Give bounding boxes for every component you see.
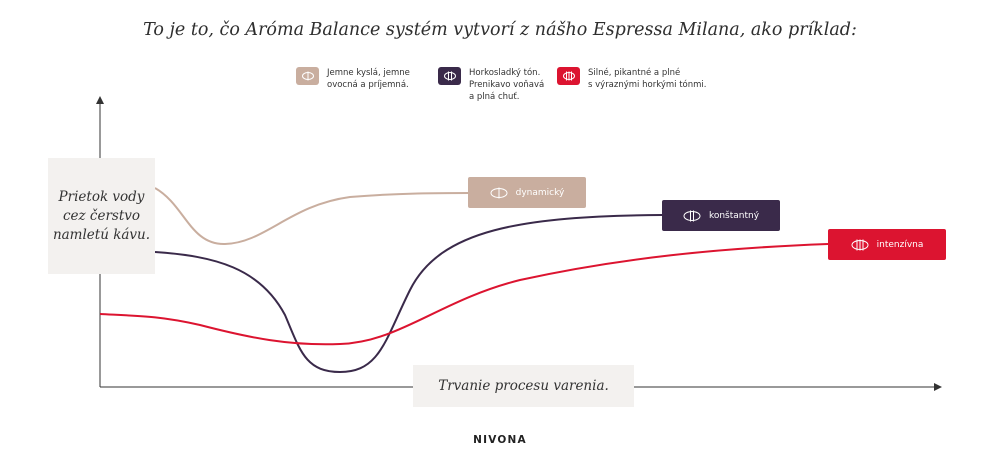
curve-label-constant: konštantný	[662, 200, 780, 231]
aroma-light-icon	[490, 187, 508, 199]
legend-item-dynamic: Jemne kyslá, jemne ovocná a príjemná.	[296, 67, 410, 91]
aroma-strong-icon	[557, 67, 580, 85]
curve-label-text: dynamický	[515, 187, 565, 198]
legend-item-intense: Silné, pikantné a plné s výraznými horký…	[557, 67, 706, 91]
legend-text: Horkosladký tón. Prenikavo voňavá a plná…	[469, 68, 545, 102]
curve-intense	[99, 243, 829, 346]
curve-dynamic	[154, 187, 471, 246]
page-title: To je to, čo Aróma Balance systém vytvor…	[143, 20, 857, 40]
curve-label-dynamic: dynamický	[468, 177, 586, 208]
brand-logo: NIVONA	[473, 434, 527, 446]
legend-text: Silné, pikantné a plné s výraznými horký…	[588, 68, 707, 90]
aroma-light-icon	[296, 67, 319, 85]
aroma-strong-icon	[851, 239, 869, 251]
legend-text: Jemne kyslá, jemne ovocná a príjemná.	[327, 68, 410, 90]
aroma-medium-icon	[683, 210, 701, 222]
x-axis-label: Trvanie procesu varenia.	[413, 365, 634, 407]
y-axis-label: Prietok vody cez čerstvo namletú kávu.	[48, 158, 155, 274]
curve-constant	[154, 214, 663, 374]
curve-label-text: intenzívna	[876, 239, 924, 250]
curve-label-intense: intenzívna	[828, 229, 946, 260]
legend-item-constant: Horkosladký tón. Prenikavo voňavá a plná…	[438, 67, 544, 103]
curve-label-text: konštantný	[708, 210, 760, 221]
aroma-medium-icon	[438, 67, 461, 85]
